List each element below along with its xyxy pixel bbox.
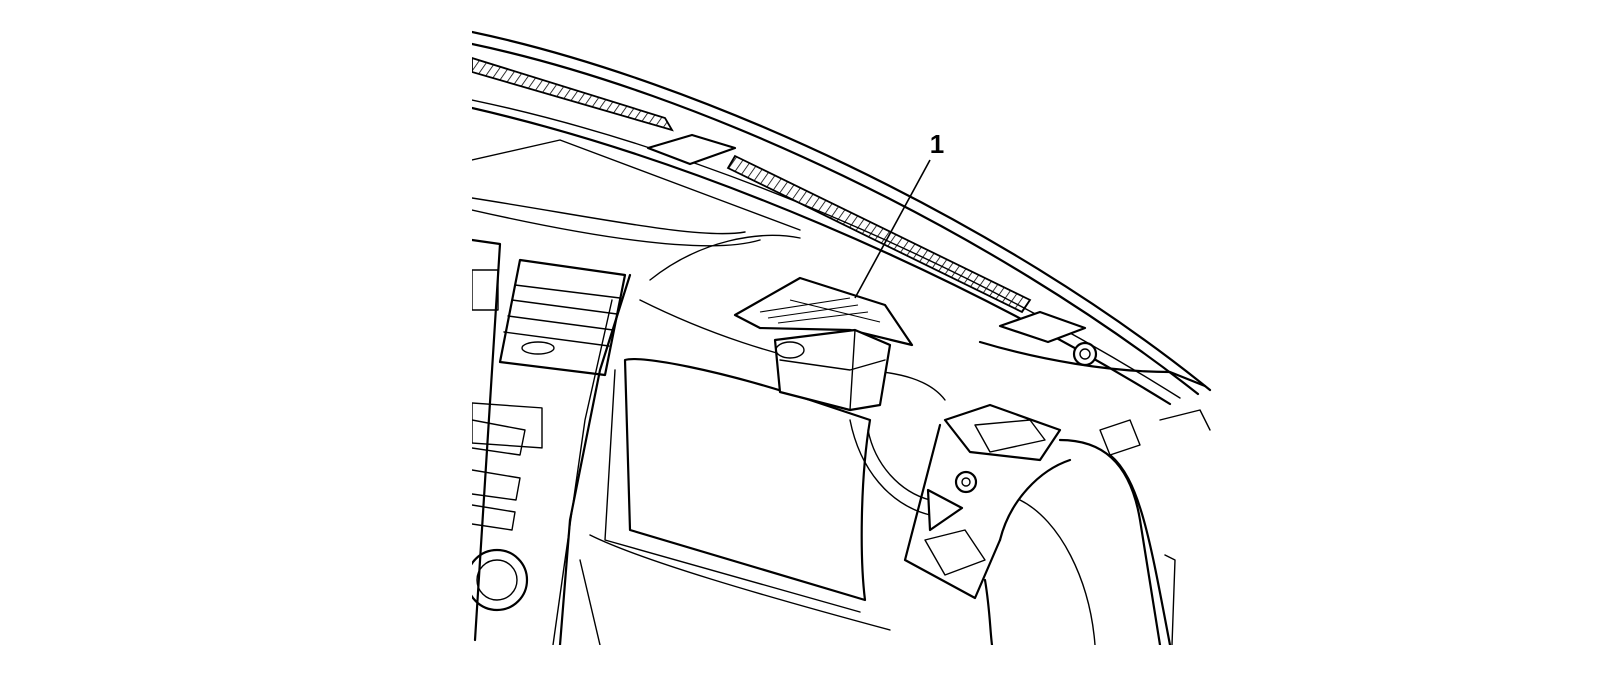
sensor-pad-right	[998, 310, 1087, 344]
upper-contour	[649, 234, 801, 281]
side-air-vent	[733, 276, 914, 412]
callout-1: 1	[854, 129, 944, 299]
dash-screw	[1072, 341, 1098, 367]
stack-frame	[558, 273, 632, 645]
upper-trim-left	[472, 139, 801, 247]
removal-arrow	[849, 419, 964, 532]
vent-opening	[903, 403, 1062, 600]
defrost-grille-left	[472, 57, 674, 132]
dash-right-edge	[978, 340, 1207, 388]
a-pillar	[983, 409, 1211, 645]
sensor-pad-left	[646, 133, 737, 166]
radio-panel	[472, 238, 543, 642]
stack-frame-inner	[552, 299, 613, 645]
callout-label: 1	[930, 129, 944, 159]
defrost-grille-right	[726, 154, 1032, 314]
callout-leader-line	[854, 159, 931, 299]
glovebox	[579, 357, 891, 645]
center-vent	[498, 258, 627, 377]
